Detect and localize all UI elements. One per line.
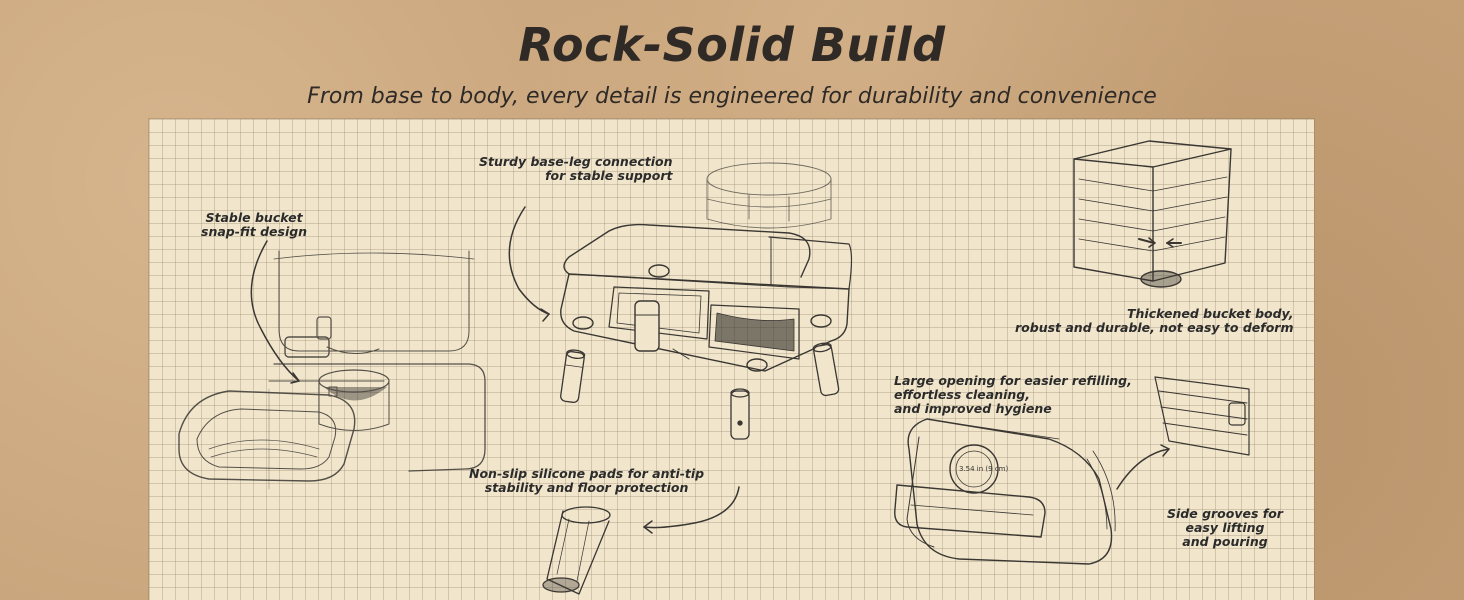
sketch-illustrations: 3.54 in (9 cm) (178, 140, 1250, 595)
large-opening-sketch (894, 418, 1116, 565)
leg-detail-ghost (706, 162, 832, 229)
callout-base-leg: Sturdy base-leg connection for stable su… (479, 154, 673, 183)
page-subtitle: From base to body, every detail is engin… (307, 84, 1157, 109)
feeder-bowl-sketch (178, 250, 486, 490)
page-title: Rock-Solid Build (518, 18, 946, 72)
side-groove-arrow (1116, 448, 1170, 490)
base-leg-arrow (508, 206, 550, 315)
silicone-pad-sketch (542, 506, 611, 595)
base-leg-sketch (560, 223, 853, 372)
blueprint-sheet: 3.54 in (9 cm) Stable bucket snap-fit de… (149, 119, 1314, 600)
side-groove-sketch (1154, 376, 1250, 456)
callout-snap-fit: Stable bucket snap-fit design (201, 210, 308, 239)
callout-side-grooves: Side grooves for easy lifting and pourin… (1167, 506, 1283, 549)
callout-silicone-pads: Non-slip silicone pads for anti-tip stab… (469, 466, 705, 495)
callout-thickened-body: Thickened bucket body, robust and durabl… (1015, 306, 1294, 335)
snap-fit-arrow (250, 240, 300, 382)
base-feet (560, 342, 840, 440)
silicone-pad-arrow (643, 486, 740, 529)
sketch-dimension-note: 3.54 in (9 cm) (959, 465, 1008, 473)
callout-large-opening: Large opening for easier refilling, effo… (894, 373, 1132, 416)
bucket-sketch (1073, 140, 1232, 288)
